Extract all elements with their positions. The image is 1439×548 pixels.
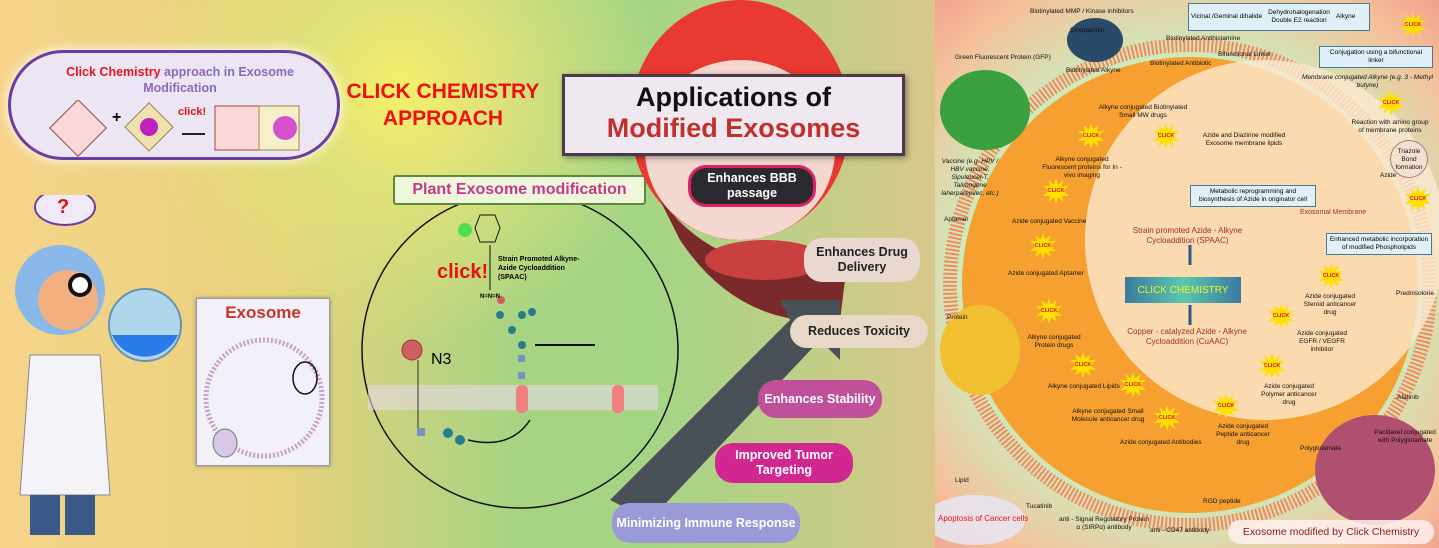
cloud-click-label: click! bbox=[178, 106, 207, 118]
label: Aptamer bbox=[944, 216, 969, 223]
applications-title-box: Applications of Modified Exosomes bbox=[562, 74, 905, 156]
reaction-box: Vicinal /Geminal dihalide Dehydrohalogen… bbox=[1188, 3, 1370, 31]
product-label: Alkyne bbox=[1335, 13, 1356, 20]
label: Azide conjugated Antibodies bbox=[1120, 439, 1202, 446]
spaac-label: Strain Promoted Alkyne-Azide Cycloadditi… bbox=[498, 256, 580, 281]
label: Paclitaxel conjugated with Polyglutamate bbox=[1374, 429, 1436, 444]
label: Biotinylated Alkyne bbox=[1066, 67, 1121, 74]
cloud-title: Click Chemistry approach in Exosome Modi… bbox=[60, 64, 300, 96]
label: Azide conjugated Aptamer bbox=[1008, 270, 1084, 277]
benefit-stability: Enhances Stability bbox=[758, 380, 882, 418]
benefit-tumor-targeting: Improved Tumor Targeting bbox=[715, 443, 853, 483]
label: Bifunctional Linker bbox=[1218, 51, 1272, 58]
apoptosis-label: Apoptosis of Cancer cells bbox=[938, 514, 1029, 523]
label: Azide conjugated EGFR / VEGFR inhibitor bbox=[1297, 330, 1347, 353]
reaction-top-label: Dehydrohalogenation bbox=[1268, 9, 1330, 16]
click-chemistry-title: CLICK CHEMISTRY APPROACH bbox=[346, 80, 540, 130]
plant-exosome-diagram bbox=[361, 191, 679, 509]
scientist-illustration bbox=[15, 195, 182, 535]
conjugation-box: Conjugation using a bifunctional linker bbox=[1319, 46, 1433, 68]
cloud-title-rest: approach in Exosome Modification bbox=[143, 65, 294, 95]
label: Azide conjugated Vaccine bbox=[1012, 218, 1087, 225]
label: anti - CD47 antibody bbox=[1150, 527, 1210, 534]
label: Alkyne conjugated Lipids bbox=[1048, 383, 1120, 390]
label: Membrane conjugated Alkyne (e.g. 3 - Met… bbox=[1302, 74, 1433, 89]
cuaac-label: Copper - catalyzed Azide - Alkyne Cycloa… bbox=[1127, 327, 1247, 346]
enhanced-box: Enhanced metabolic incorporation of modi… bbox=[1326, 233, 1432, 255]
label: Azide and Diazirine modified Exosome mem… bbox=[1202, 132, 1286, 147]
reaction-bottom-label: Double E2 reaction bbox=[1271, 17, 1327, 24]
label: Biotinylated Antihistamine bbox=[1166, 35, 1241, 42]
label: Protein bbox=[947, 314, 968, 321]
label: Alkyne conjugated Fluorescent proteins f… bbox=[1042, 156, 1122, 179]
label: Streptavidin bbox=[1070, 27, 1105, 34]
exosome-card: Exosome bbox=[196, 298, 330, 466]
label: Alkyne conjugated Protein drugs bbox=[1027, 334, 1081, 349]
metabolic-box: Metabolic reprogramming and biosynthesis… bbox=[1190, 185, 1316, 207]
label: Lipid bbox=[955, 477, 969, 484]
exosome-icon bbox=[203, 337, 325, 459]
puzzle-icon: + bbox=[49, 100, 300, 157]
label: RGD peptide bbox=[1203, 498, 1241, 505]
reactant-label: Vicinal /Geminal dihalide bbox=[1191, 13, 1263, 20]
label: Afatinib bbox=[1397, 394, 1419, 401]
label: Prednisolone bbox=[1396, 290, 1434, 297]
applications-title-line2: Modified Exosomes bbox=[606, 113, 861, 143]
label: Alkyne conjugated Small Molecule antican… bbox=[1071, 408, 1145, 423]
label: Azide conjugated Steroid anticancer drug bbox=[1303, 293, 1357, 316]
label: Azide bbox=[1380, 172, 1397, 179]
click-label: click! bbox=[437, 261, 489, 283]
label: Biotinylated MMP / Kinase inhibitors bbox=[1030, 8, 1134, 15]
label: Azide conjugated Peptide anticancer drug bbox=[1216, 423, 1270, 446]
azide-label: N=N=N bbox=[480, 294, 501, 300]
label: Vaccine (e.g. HPV / HBV vaccine, Sipuleu… bbox=[941, 158, 999, 197]
exosomal-membrane-label: Exosomal Membrane bbox=[1300, 209, 1367, 216]
label: Green Fluorescent Protein (GFP) bbox=[955, 54, 1051, 61]
plant-exosome-title: Plant Exosome modification bbox=[393, 175, 646, 205]
caption: Exosome modified by Click Chemistry bbox=[1228, 520, 1434, 544]
benefit-drug-delivery: Enhances Drug Delivery bbox=[804, 238, 920, 282]
spaac-label: Strain promoted Azide - Alkyne Cycloaddi… bbox=[1132, 226, 1243, 245]
label: Reaction with amino group of membrane pr… bbox=[1351, 119, 1429, 134]
cloud-title-red: Click Chemistry bbox=[66, 65, 161, 79]
triazole-badge: Triazole Bond formation bbox=[1390, 140, 1428, 178]
n3-label: N3 bbox=[431, 351, 452, 368]
label: Biotinylated Antibiotic bbox=[1150, 60, 1212, 67]
benefit-toxicity: Reduces Toxicity bbox=[790, 315, 928, 348]
svg-text:+: + bbox=[112, 109, 121, 126]
label: anti - Signal Regulatory Protein α (SIRP… bbox=[1059, 516, 1149, 531]
label: Alkyne conjugated Biotinylated Small MW … bbox=[1098, 104, 1188, 119]
question-mark: ? bbox=[57, 196, 70, 218]
applications-title-line1: Applications of bbox=[636, 82, 831, 112]
benefit-bbb: Enhances BBB passage bbox=[688, 165, 816, 207]
label: Azide conjugated Polymer anticancer drug bbox=[1261, 383, 1317, 406]
exosome-label: Exosome bbox=[225, 303, 301, 322]
click-chemistry-box: CLICK CHEMISTRY bbox=[1125, 277, 1241, 303]
label: Polyglutamate bbox=[1300, 445, 1342, 452]
label: Tucatinib bbox=[1026, 503, 1053, 510]
benefit-immune-response: Minimizing Immune Response bbox=[612, 503, 800, 543]
